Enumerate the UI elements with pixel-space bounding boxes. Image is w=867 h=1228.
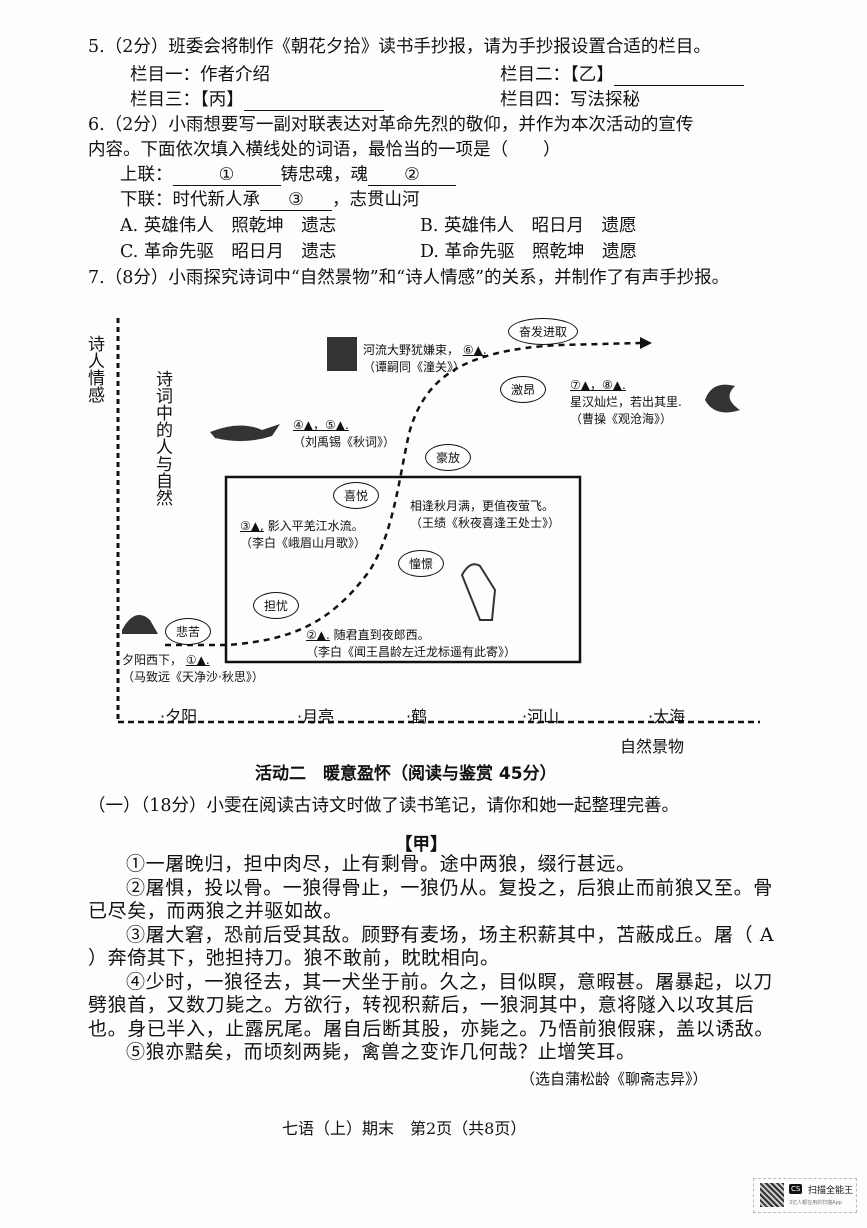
option-a: A. 英雄伟人 照乾坤 遗志	[120, 216, 337, 236]
emotion-bubble: 豪放	[425, 444, 472, 471]
cs-logo-icon: CS	[789, 1184, 803, 1194]
emotion-bubble: 悲苦	[165, 618, 212, 645]
option-d: D. 革命先驱 照乾坤 遗愿	[420, 242, 638, 262]
inner-label: 诗词中的人与自然	[152, 370, 172, 506]
x-tick: ·河山	[522, 707, 560, 726]
passage-source: （选自蒲松龄《聊斋志异》）	[520, 1070, 708, 1088]
q7-stem: 7.（8分）小雨探究诗词中“自然景物”和“诗人情感”的关系，并制作了有声手抄报。	[88, 268, 730, 288]
emotion-curve	[165, 341, 641, 647]
x-tick: ·鹤	[406, 707, 428, 726]
activity-title: 活动二 暖意盈怀（阅读与鉴赏 45分）	[255, 764, 557, 784]
page-footer: 七语（上）期末 第2页（共8页）	[282, 1119, 527, 1138]
paragraph: ①一屠晚归，担中肉尽，止有剩骨。途中两狼，缀行甚远。	[126, 853, 636, 875]
emotion-bubble: 喜悦	[333, 482, 380, 509]
q5-col4: 栏目四：写法探秘	[500, 90, 640, 110]
paragraph: ④少时，一狼径去，其一犬坐于前。久之，目似瞑，意暇甚。屠暴起，以刀劈狼首，又数刀…	[88, 970, 775, 1040]
poem-3: ③▲, 影入平羌江水流。（李白《峨眉山月歌》）	[240, 519, 367, 550]
crane-image	[210, 424, 280, 442]
passage: ①一屠晚归，担中肉尽，止有剩骨。途中两狼，缀行甚远。 ②屠惧，投以骨。一狼得骨止…	[88, 853, 776, 1065]
frame-box	[224, 475, 582, 664]
part1-stem: （一）（18分）小雯在阅读古诗文时做了读书笔记，请你和她一起整理完善。	[88, 796, 680, 816]
poet-image	[460, 563, 497, 621]
horse-rider-image	[122, 614, 158, 634]
poem-1: 夕阳西下， ①▲.（马致远《天净沙·秋思》）	[122, 653, 264, 684]
option-c: C. 革命先驱 昭日月 遗志	[120, 242, 337, 262]
answer-blank[interactable]	[243, 90, 384, 111]
sea-wave-image	[705, 384, 740, 413]
scanner-watermark: CS 扫描全能王 3亿人都在用的扫描App	[753, 1178, 857, 1213]
poem-4: 相逢秋月满，更值夜萤飞。（王绩《秋夜喜逢王处士》）	[410, 499, 561, 530]
poem-2: ②▲. 随君直到夜郎西。（李白《闻王昌龄左迁龙标遥有此寄》）	[306, 628, 517, 659]
q5-stem: 5.（2分）班委会将制作《朝花夕拾》读书手抄报，请为手抄报设置合适的栏目。	[88, 37, 711, 57]
x-tick: ·月亮	[297, 707, 335, 726]
paragraph: ③屠大窘，恐前后受其敌。顾野有麦场，场主积薪其中，苫蔽成丘。屠（ A ）奔倚其下…	[88, 923, 775, 970]
answer-blank[interactable]	[613, 65, 744, 86]
watermark-sub: 3亿人都在用的扫描App	[789, 1200, 842, 1206]
poem-5: ④▲，⑤▲.（刘禹锡《秋词》）	[293, 418, 396, 449]
poem-6: 河流大野犹嫌束， ⑥▲.（谭嗣同《潼关》）	[363, 343, 487, 374]
q5-col2: 栏目二：【乙】	[500, 61, 744, 86]
emotion-bubble: 担忧	[253, 592, 300, 619]
paragraph: ⑤狼亦黠矣，而顷刻两毙，禽兽之变诈几何哉？止增笑耳。	[126, 1041, 636, 1063]
paragraph: ②屠惧，投以骨。一狼得骨止，一狼仍从。复投之，后狼止而前狼又至。骨已尽矣，而两狼…	[88, 876, 773, 923]
q6-stem-2: 内容。下面依次填入横线处的词语，最恰当的一项是（ ）	[88, 140, 561, 160]
option-b: B. 英雄伟人 昭日月 遗愿	[420, 216, 637, 236]
watermark-brand: 扫描全能王	[808, 1186, 854, 1196]
river-image	[327, 337, 357, 371]
emotion-bubble: 憧憬	[398, 550, 445, 577]
x-tick: ·夕阳	[160, 707, 198, 726]
emotion-bubble: 奋发进取	[508, 318, 579, 345]
arrow-head	[640, 337, 652, 349]
qr-code-icon	[760, 1183, 784, 1207]
q5-col3: 栏目三：【丙】	[130, 86, 384, 111]
diagram-lines	[116, 318, 760, 724]
y-axis-label: 诗人情感	[84, 335, 104, 403]
x-tick: ·大海	[648, 707, 686, 726]
poem-7: ⑦▲，⑧▲.星汉灿烂，若出其里.（曹操《观沧海》）	[570, 378, 682, 426]
q5-col1: 栏目一：作者介绍	[130, 65, 270, 85]
q6-stem-1: 6.（2分）小雨想要写一副对联表达对革命先烈的敬仰，并作为本次活动的宣传	[88, 115, 694, 135]
jia-title: 【甲】	[395, 835, 448, 855]
x-axis-label: 自然景物	[620, 737, 685, 756]
emotion-bubble: 激昂	[500, 376, 547, 403]
